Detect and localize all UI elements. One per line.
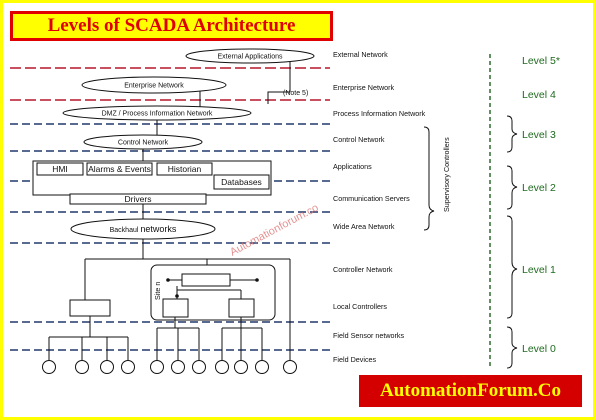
- cloud-dmz: [62, 105, 252, 121]
- historian-label: Historian: [168, 164, 202, 174]
- level0-bracket: [506, 326, 518, 369]
- cloud-enterprise-label: Enterprise Network: [124, 83, 184, 90]
- label-wide-area-network: Wide Area Network: [333, 222, 395, 231]
- cloud-external-applications: [185, 48, 315, 64]
- supervisory-label: Supervisory Controllers: [442, 137, 451, 212]
- databases-box: [213, 174, 270, 190]
- level-0-label: Level 0: [522, 343, 556, 355]
- brand-banner: AutomationForum.Co: [359, 375, 582, 407]
- site-controller-a: [162, 298, 189, 318]
- drivers-box: [69, 193, 207, 205]
- level-1-label: Level 1: [522, 264, 556, 276]
- label-applications: Applications: [333, 162, 372, 171]
- level1-bracket: [506, 215, 518, 319]
- label-external-network: External Network: [333, 50, 388, 59]
- label-controller-network: Controller Network: [333, 265, 393, 274]
- label-enterprise-network: Enterprise Network: [333, 83, 395, 92]
- level3-bracket: [506, 115, 518, 153]
- site-controller-b: [228, 298, 255, 318]
- hmi-label: HMI: [52, 164, 68, 174]
- level-5-label: Level 5*: [522, 55, 560, 67]
- historian-box: [156, 162, 213, 176]
- alarms-label: Alarms & Events: [88, 164, 151, 174]
- label-field-devices: Field Devices: [333, 355, 377, 364]
- level-2-label: Level 2: [522, 182, 556, 194]
- level2-bracket: [506, 165, 518, 210]
- level-3-label: Level 3: [522, 129, 556, 141]
- label-local-controllers: Local Controllers: [333, 302, 387, 311]
- supervisory-bracket: [423, 126, 435, 231]
- page-title: Levels of SCADA Architecture: [10, 11, 333, 41]
- databases-label: Databases: [221, 177, 262, 187]
- drivers-label: Drivers: [125, 194, 152, 204]
- label-field-sensor-networks: Field Sensor networks: [333, 331, 405, 340]
- level-4-label: Level 4: [522, 89, 556, 101]
- site-label: Site n: [153, 282, 162, 300]
- site-rtu-box: [181, 273, 231, 287]
- cloud-backhaul-label: Backhaul networks: [110, 224, 177, 234]
- cloud-external-label: External Applications: [218, 54, 283, 61]
- field-devices: [42, 360, 297, 374]
- alarms-box: [86, 162, 153, 176]
- cloud-dmz-label: DMZ / Process Information Network: [102, 111, 213, 118]
- label-process-information-network: Process Information Network: [333, 109, 426, 118]
- diagram-canvas: [3, 3, 593, 417]
- label-communication-servers: Communication Servers: [333, 194, 410, 203]
- local-controller-left: [69, 299, 111, 317]
- label-control-network: Control Network: [333, 135, 385, 144]
- cloud-control-label: Control Network: [118, 140, 169, 147]
- hmi-box: [36, 162, 84, 176]
- cloud-control-network: [83, 134, 203, 150]
- cloud-enterprise-network: [81, 76, 227, 94]
- note-label: (Note 5): [283, 90, 308, 97]
